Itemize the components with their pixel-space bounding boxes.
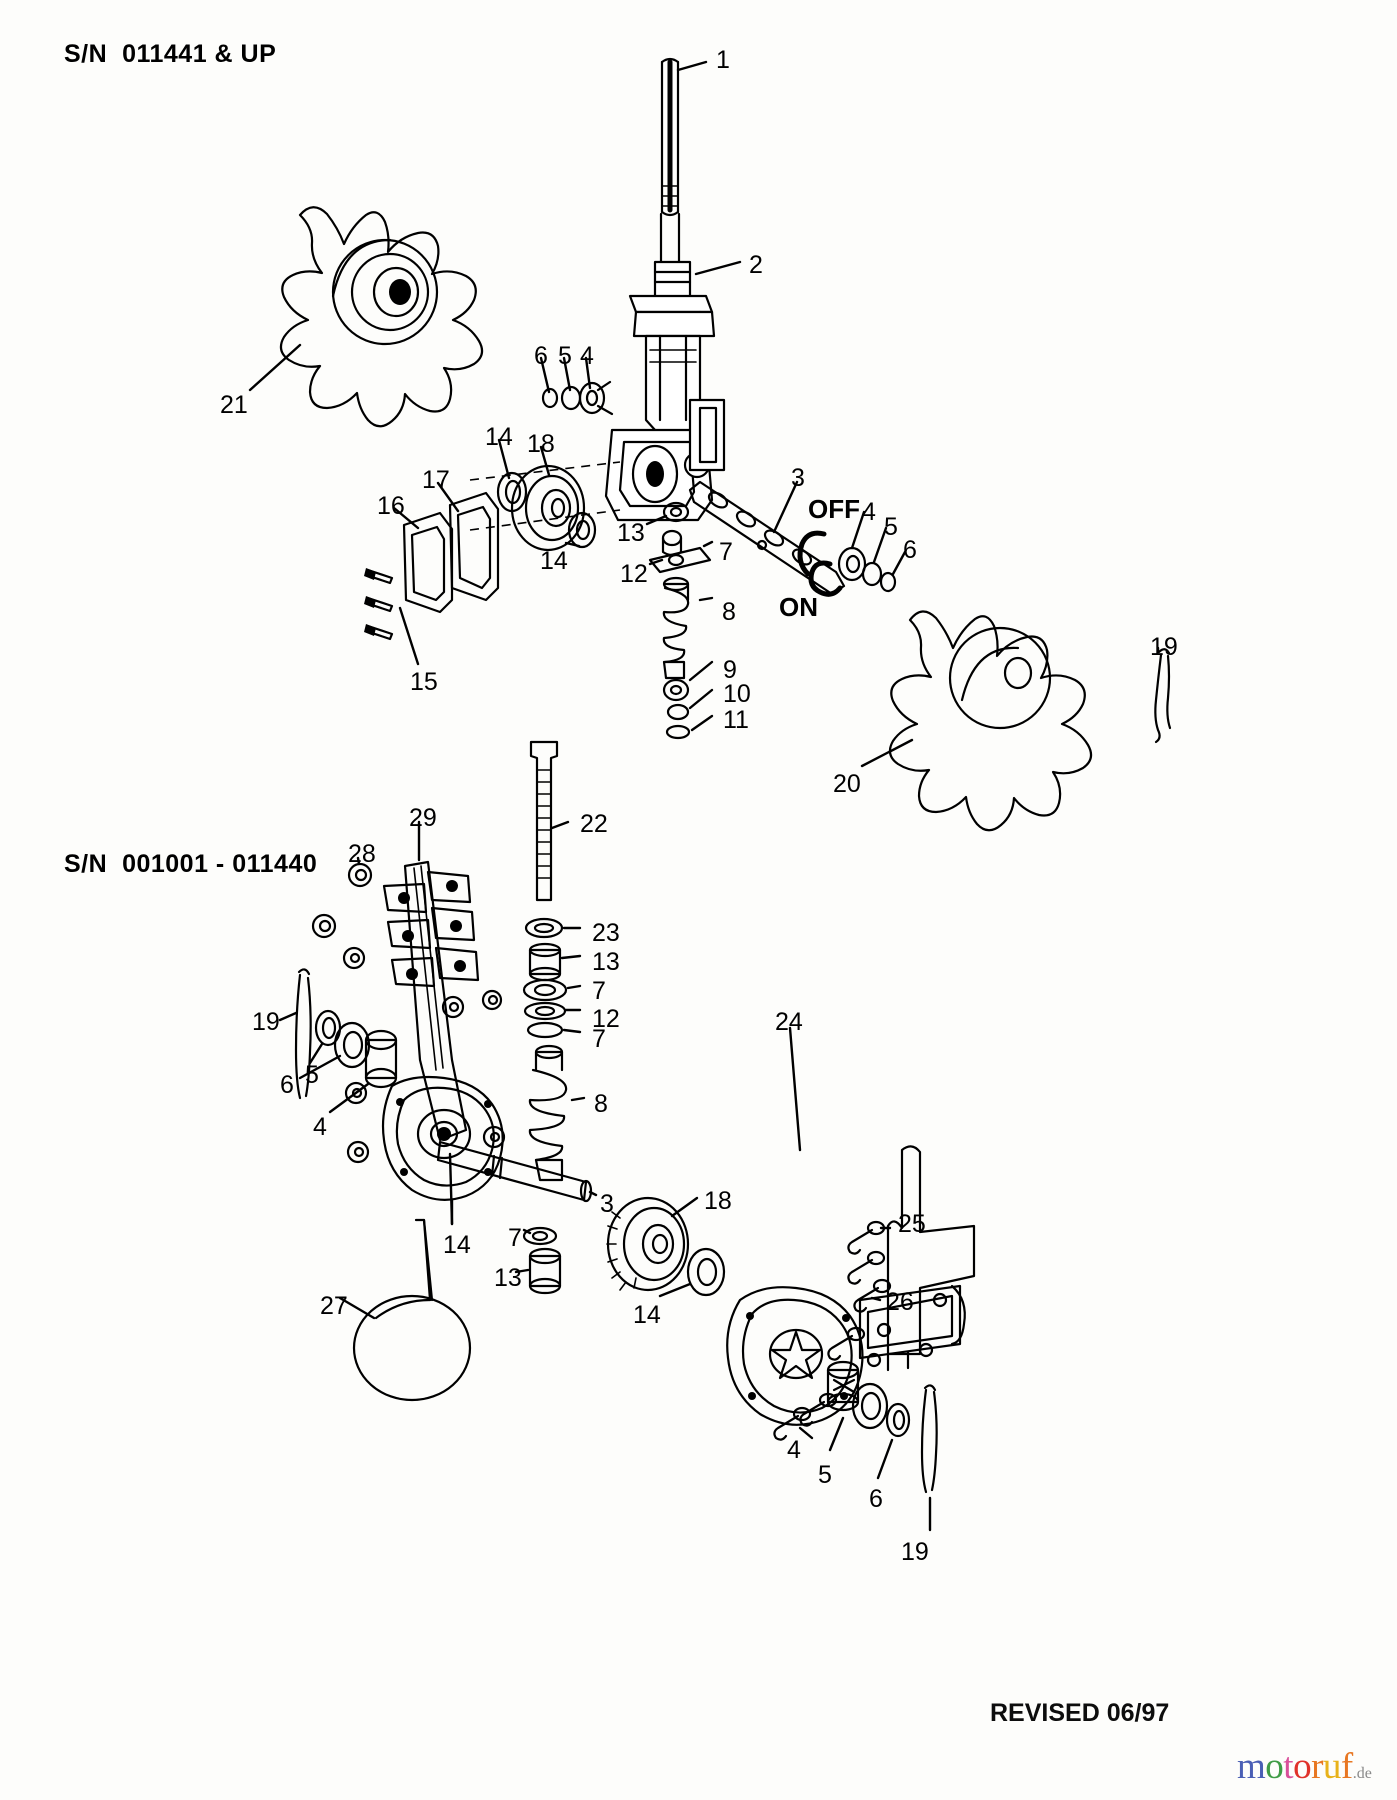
parts-16-17-15-plates <box>364 481 500 666</box>
callout-number-19: 19 <box>901 1538 929 1566</box>
heading-serial-lower: S/N 001001 - 011440 <box>64 850 318 878</box>
callout-number-10: 10 <box>723 680 751 708</box>
callout-number-14: 14 <box>540 547 568 575</box>
callout-number-7: 7 <box>508 1224 522 1252</box>
callout-number-4: 4 <box>862 498 876 526</box>
part-1-shaft <box>660 57 708 217</box>
part-8-worm-lower <box>528 1044 586 1182</box>
parts-7-13-shaft-lower <box>514 1226 562 1295</box>
callout-number-6: 6 <box>280 1071 294 1099</box>
callout-number-6: 6 <box>534 342 548 370</box>
callout-number-19: 19 <box>1150 633 1178 661</box>
callout-number-7: 7 <box>719 538 733 566</box>
parts-4-5-6-19-lower-right <box>773 1326 938 1532</box>
part-20-tine-assembly <box>860 610 1093 832</box>
watermark-motoruf: motoruf.de <box>1237 1748 1372 1785</box>
callout-number-14: 14 <box>443 1231 471 1259</box>
parts-9-10-11-fasteners <box>662 660 714 740</box>
part-lower-gear-case-right <box>726 1286 864 1426</box>
callout-number-8: 8 <box>722 598 736 626</box>
watermark-letter: o <box>1265 1746 1284 1787</box>
part-18-worm-gear-lower <box>606 1196 699 1292</box>
callout-number-3: 3 <box>791 464 805 492</box>
part-3-shaft-lower <box>436 1140 598 1203</box>
part-29-tool-bar <box>382 820 480 1142</box>
callout-number-16: 16 <box>377 492 405 520</box>
callout-number-13: 13 <box>617 519 645 547</box>
callout-number-7: 7 <box>592 977 606 1005</box>
parts-14-18-bearing-gear <box>469 438 621 552</box>
callout-number-6: 6 <box>903 536 917 564</box>
callout-number-5: 5 <box>558 342 572 370</box>
watermark-letter: u <box>1322 1746 1342 1787</box>
heading-serial-upper: S/N 011441 & UP <box>64 40 277 68</box>
parts-6-5-4-upper-fasteners <box>539 356 614 416</box>
part-1-shaft-lower <box>659 212 681 270</box>
revised-date-label: REVISED 06/97 <box>990 1699 1170 1727</box>
callout-number-21: 21 <box>220 391 248 419</box>
callout-number-14: 14 <box>485 423 513 451</box>
state-label-on: ON <box>779 592 818 622</box>
callout-number-20: 20 <box>833 770 861 798</box>
callout-number-25: 25 <box>898 1210 926 1238</box>
part-24-bracket <box>788 1026 976 1372</box>
callout-number-15: 15 <box>410 668 438 696</box>
callout-number-18: 18 <box>527 430 555 458</box>
callout-number-12: 12 <box>592 1005 620 1033</box>
callout-number-29: 29 <box>409 804 437 832</box>
part-21-tine-assembly <box>248 206 484 428</box>
parts-19-6-5-4-left-lower <box>278 968 398 1114</box>
callout-number-4: 4 <box>580 342 594 370</box>
watermark-letter: f <box>1340 1746 1353 1787</box>
state-label-off: OFF <box>808 494 860 524</box>
callout-number-4: 4 <box>787 1436 801 1464</box>
parts-stack-hardware-lower <box>522 917 582 1039</box>
callout-number-23: 23 <box>592 919 620 947</box>
callout-number-27: 27 <box>320 1292 348 1320</box>
watermark-letter: r <box>1311 1746 1323 1787</box>
watermark-letter: o <box>1293 1746 1312 1787</box>
callout-number-24: 24 <box>775 1008 803 1036</box>
callout-number-1: 1 <box>716 46 730 74</box>
callout-number-8: 8 <box>594 1090 608 1118</box>
callout-number-12: 12 <box>620 560 648 588</box>
parts-13-12-7-hardware <box>645 501 714 574</box>
parts-25-26-bolts <box>847 1220 892 1313</box>
part-2-gear-housing <box>604 260 742 522</box>
part-22-long-shaft <box>529 740 570 902</box>
callout-number-9: 9 <box>723 656 737 684</box>
parts-4-5-6-right-fasteners <box>797 510 907 597</box>
part-14-bearing-lower <box>658 1247 726 1298</box>
callout-number-14: 14 <box>633 1301 661 1329</box>
part-28-nut <box>347 856 373 888</box>
callout-number-7: 7 <box>592 1025 606 1053</box>
part-lower-gear-case-left <box>381 1075 504 1226</box>
callout-number-11: 11 <box>723 706 749 734</box>
callout-number-5: 5 <box>818 1461 832 1489</box>
callout-number-17: 17 <box>422 466 450 494</box>
callout-number-26: 26 <box>886 1288 914 1316</box>
callout-number-22: 22 <box>580 810 608 838</box>
callout-number-4: 4 <box>313 1113 327 1141</box>
callout-number-13: 13 <box>494 1264 522 1292</box>
watermark-letter: m <box>1237 1746 1266 1787</box>
callout-number-2: 2 <box>749 251 763 279</box>
callout-number-6: 6 <box>869 1485 883 1513</box>
part-19-cotter-pin-upper <box>1154 646 1172 744</box>
watermark-letter: t <box>1283 1746 1294 1787</box>
callout-number-18: 18 <box>704 1187 732 1215</box>
part-27-knob <box>338 1218 472 1402</box>
part-8-worm-spring <box>662 576 714 680</box>
callout-number-5: 5 <box>884 513 898 541</box>
watermark-suffix: .de <box>1352 1765 1372 1782</box>
callout-number-5: 5 <box>305 1061 319 1089</box>
callout-number-13: 13 <box>592 948 620 976</box>
callout-number-19: 19 <box>252 1008 280 1036</box>
callout-number-28: 28 <box>348 840 376 868</box>
callout-number-3: 3 <box>600 1190 614 1218</box>
